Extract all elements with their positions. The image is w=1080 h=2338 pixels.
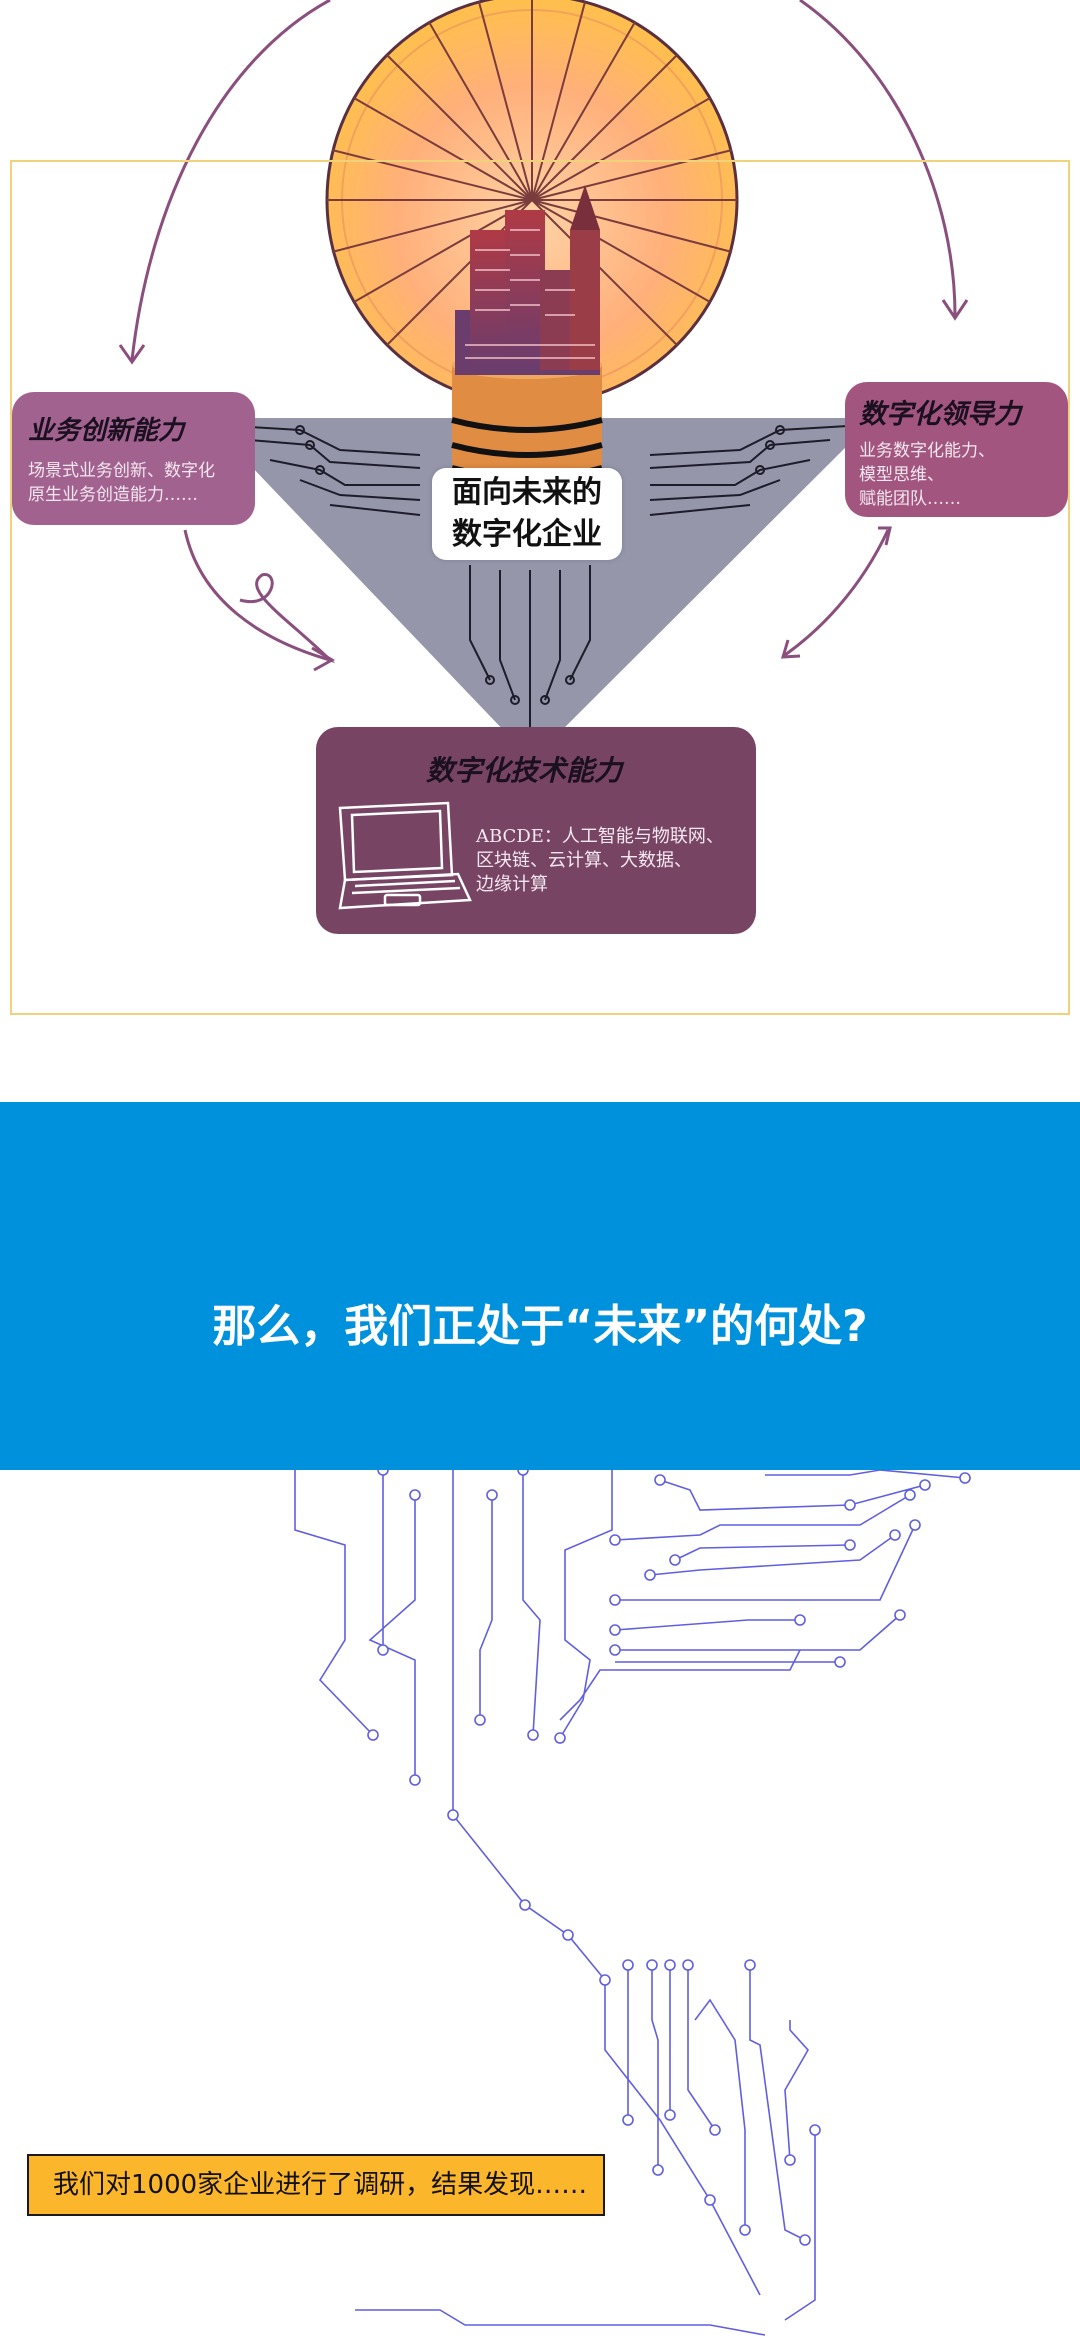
digital-tech-desc-line-3: 边缘计算 xyxy=(476,874,548,895)
business-innovation-desc-line-1: 场景式业务创新、数字化 xyxy=(28,461,215,481)
sun-wheel-icon xyxy=(325,0,739,407)
digital-tech-card: 数字化技术能力 ABCDE：人工智能与物联网、 区块链、云计算、大数据、 边缘计… xyxy=(316,727,756,934)
digital-tech-desc-line-2: 区块链、云计算、大数据、 xyxy=(476,850,692,871)
center-label-line-1: 面向未来的 xyxy=(452,475,602,510)
triangle-circuit-lines xyxy=(214,424,866,740)
survey-note: 我们对1000家企业进行了调研，结果发现…… xyxy=(27,2154,605,2216)
triangle-panel xyxy=(205,418,875,760)
center-label: 面向未来的 数字化企业 xyxy=(432,468,622,560)
business-innovation-desc-line-2: 原生业务创造能力…… xyxy=(28,485,198,505)
city-buildings-icon xyxy=(455,185,600,375)
diagram-frame xyxy=(10,160,1070,1015)
business-innovation-card: 业务创新能力 场景式业务创新、数字化 原生业务创造能力…… xyxy=(12,392,255,525)
digital-tech-desc-line-1: ABCDE：人工智能与物联网、 xyxy=(476,826,724,847)
question-banner xyxy=(0,1102,1080,1470)
digital-leadership-card: 数字化领导力 业务数字化能力、 模型思维、 赋能团队…… xyxy=(845,382,1068,517)
digital-tech-title: 数字化技术能力 xyxy=(426,754,623,787)
cycle-arrows xyxy=(118,0,969,672)
laptop-icon xyxy=(338,801,472,910)
business-innovation-title: 业务创新能力 xyxy=(28,416,185,446)
digital-leadership-desc-line-1: 业务数字化能力、 xyxy=(859,441,995,461)
banner-title: 那么，我们正处于“未来”的何处? xyxy=(212,1301,868,1352)
digital-leadership-title: 数字化领导力 xyxy=(859,399,1021,430)
digital-leadership-desc-line-3: 赋能团队…… xyxy=(859,489,961,509)
center-label-line-2: 数字化企业 xyxy=(452,517,602,552)
circuit-board-decoration xyxy=(294,1460,966,2336)
digital-leadership-desc-line-2: 模型思维、 xyxy=(859,465,944,485)
